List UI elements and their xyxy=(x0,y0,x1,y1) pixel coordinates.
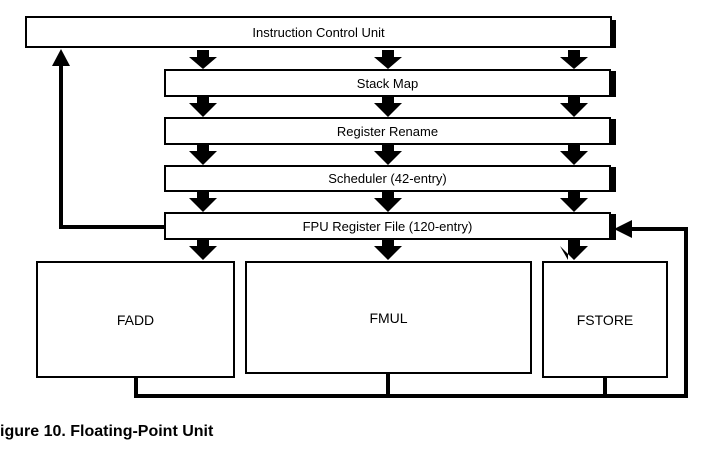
arrow-stackmap-rename-3 xyxy=(560,97,588,117)
arrow-regfile-fadd xyxy=(189,240,217,260)
arrow-regfile-fstore xyxy=(560,240,588,260)
arrow-stackmap-rename-2 xyxy=(374,97,402,117)
stack-map-label: Stack Map xyxy=(356,75,419,91)
fadd-unit: FADD xyxy=(36,261,235,378)
fstore-label: FSTORE xyxy=(576,311,634,328)
instruction-control-unit-label: Instruction Control Unit xyxy=(252,24,385,40)
arrow-regfile-fmul xyxy=(374,240,402,260)
scheduler-label: Scheduler (42-entry) xyxy=(328,171,447,186)
arrow-scheduler-regfile-1 xyxy=(189,192,217,212)
fstore-unit: FSTORE xyxy=(542,261,668,378)
arrow-rename-scheduler-3 xyxy=(560,145,588,165)
stack-map-block: Stack Map xyxy=(164,69,611,97)
arrow-icu-stackmap-2 xyxy=(374,50,402,69)
fpu-register-file-label: FPU Register File (120-entry) xyxy=(302,218,473,234)
fpu-register-file-block: FPU Register File (120-entry) xyxy=(164,212,611,240)
register-rename-label: Register Rename xyxy=(336,123,439,139)
fadd-label: FADD xyxy=(116,311,155,328)
arrow-stackmap-rename-1 xyxy=(189,97,217,117)
result-bus xyxy=(134,227,688,398)
scheduler-block: Scheduler (42-entry) xyxy=(164,165,611,192)
fmul-label: FMUL xyxy=(369,309,408,326)
arrow-rename-scheduler-2 xyxy=(374,145,402,165)
down-arrows xyxy=(189,50,588,260)
arrow-icu-stackmap-3 xyxy=(560,50,588,69)
arrow-scheduler-regfile-3 xyxy=(560,192,588,212)
fmul-unit: FMUL xyxy=(245,261,532,374)
regfile-to-icu-path xyxy=(59,62,164,229)
arrow-rename-scheduler-1 xyxy=(189,145,217,165)
arrow-icu-stackmap-1 xyxy=(189,50,217,69)
arrow-into-regfile xyxy=(614,220,632,238)
register-rename-block: Register Rename xyxy=(164,117,611,145)
arrow-scheduler-regfile-2 xyxy=(374,192,402,212)
instruction-control-unit-block: Instruction Control Unit xyxy=(25,16,612,48)
figure-caption: igure 10. Floating-Point Unit xyxy=(0,423,214,440)
arrow-up-to-icu xyxy=(52,49,70,66)
